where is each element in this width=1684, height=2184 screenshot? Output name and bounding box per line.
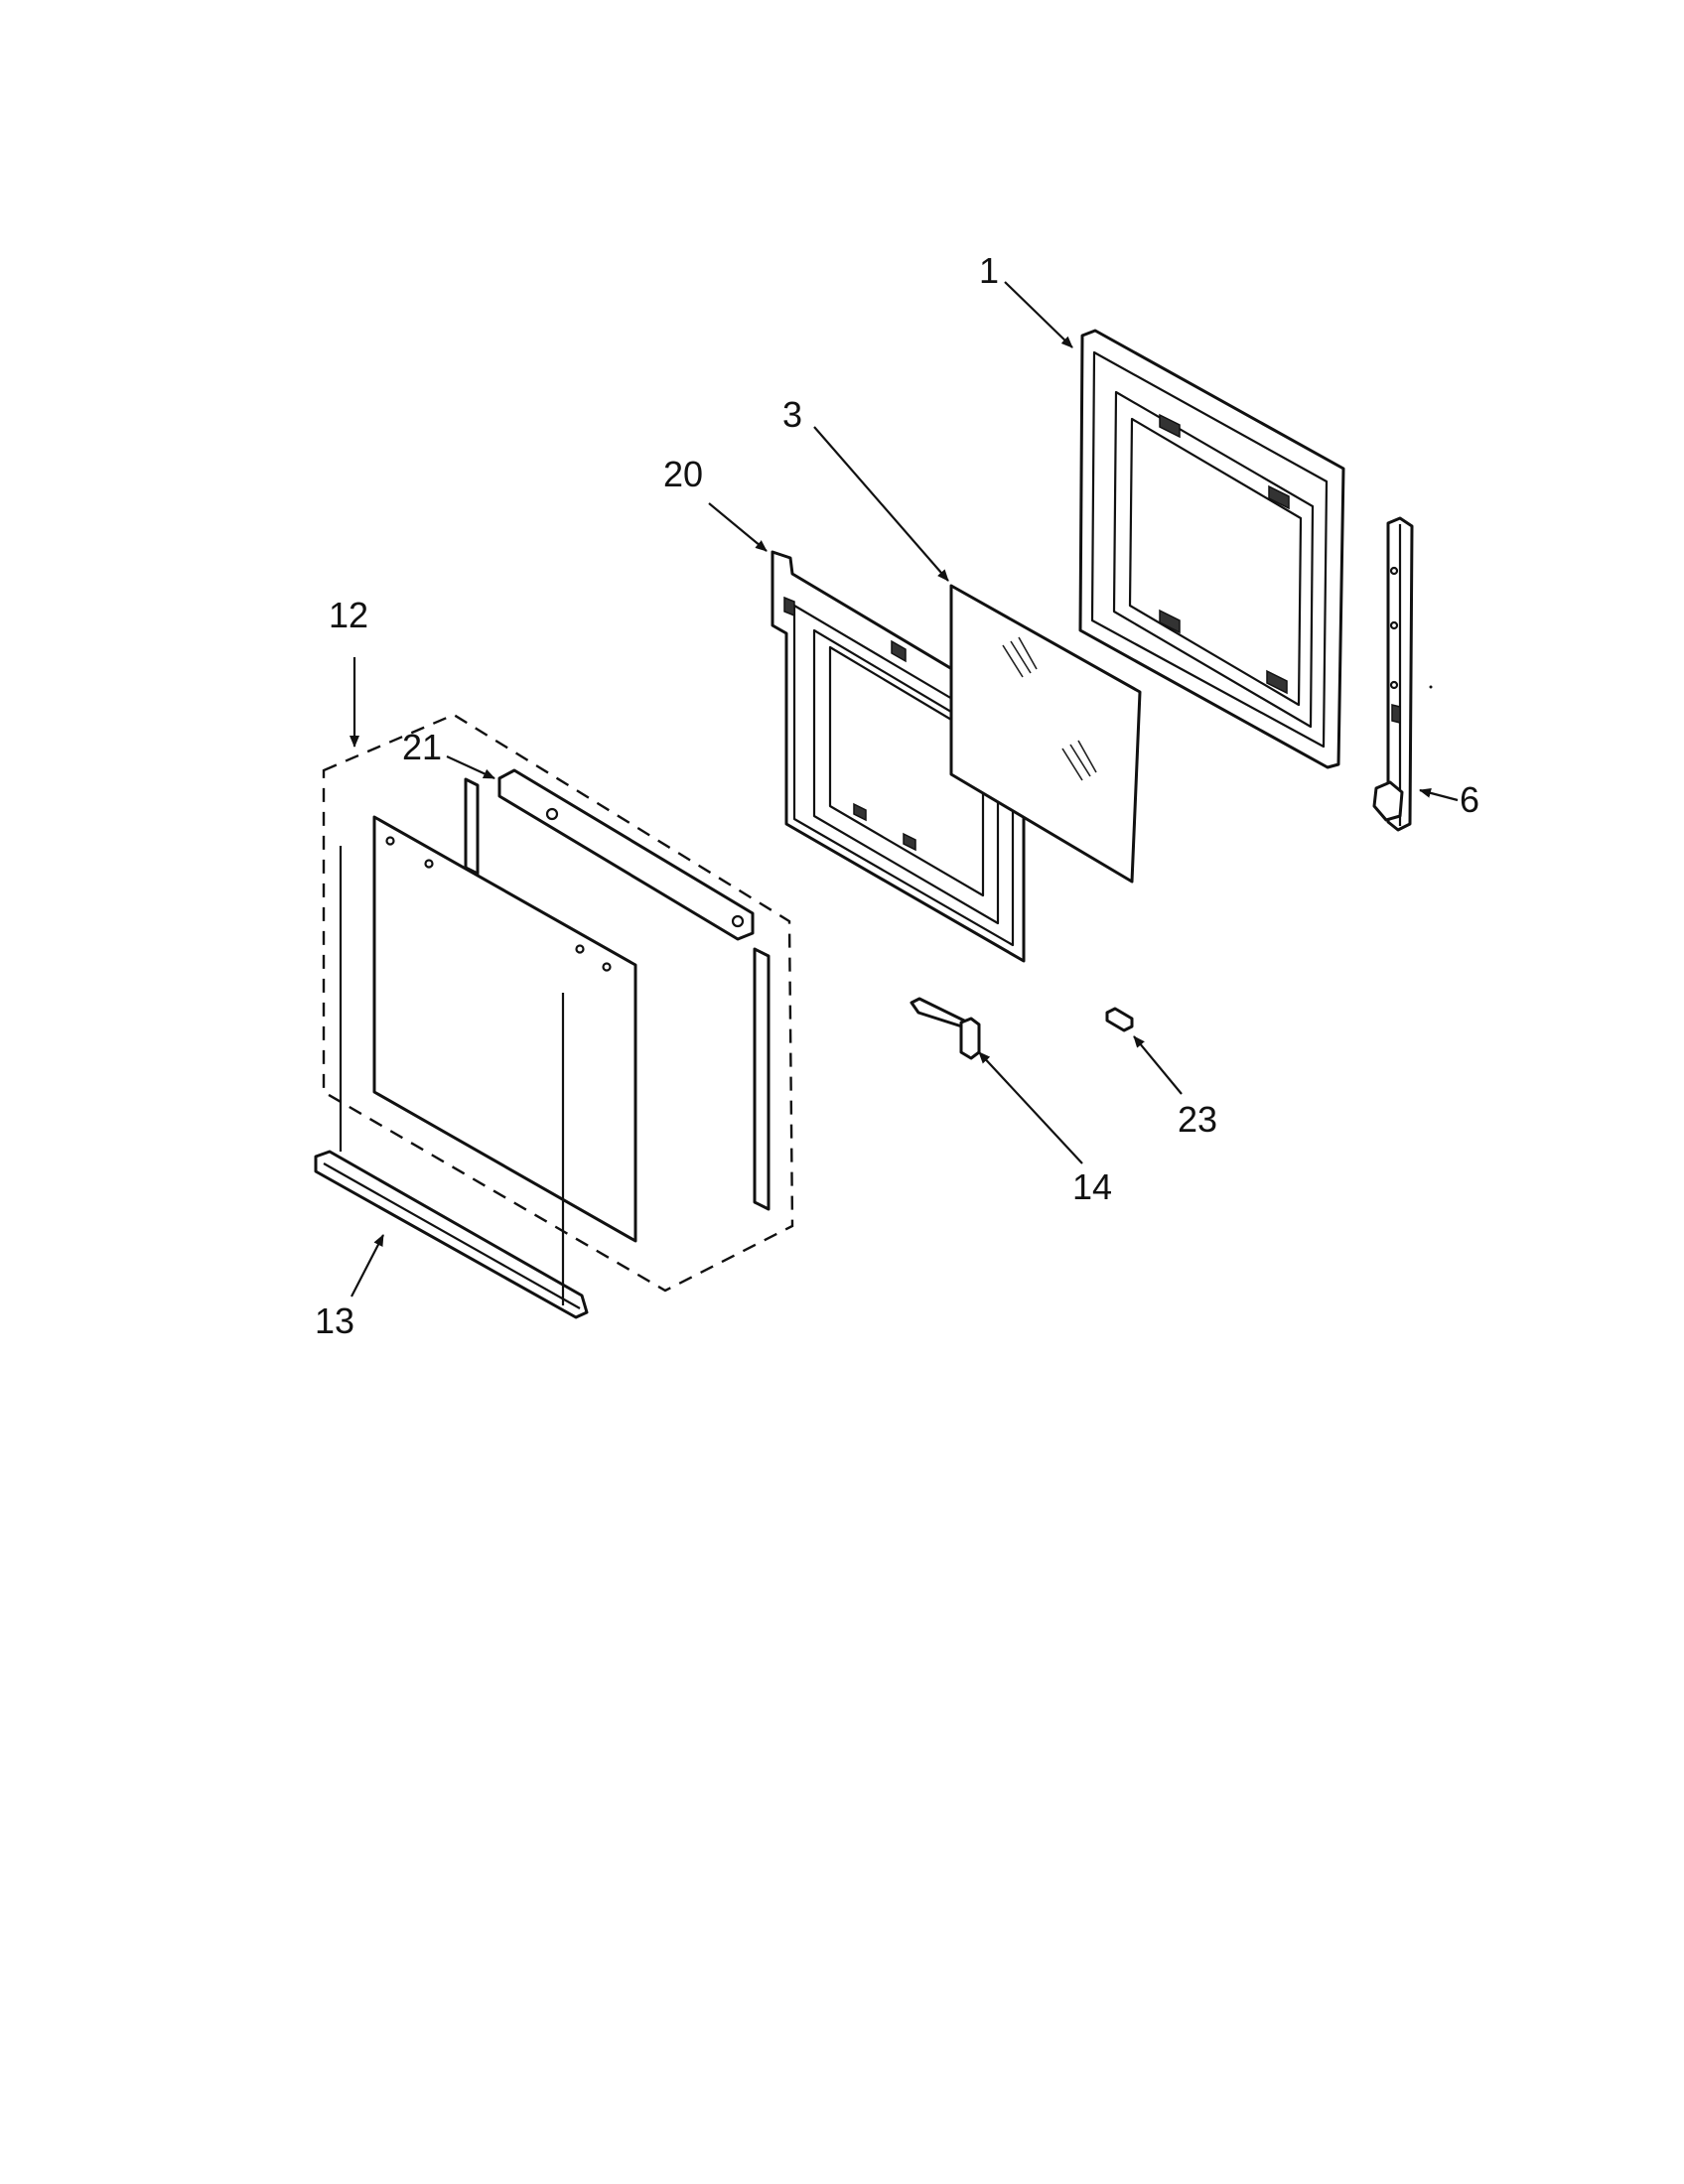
right-trim-strip [753,947,771,1211]
door-panel-assembly-group [314,713,794,1319]
callout-3: 3 [782,394,802,435]
callout-12: 12 [329,595,368,635]
hinge-icon [1372,516,1414,832]
door-frame-outer [1078,329,1345,769]
callout-23: 23 [1178,1099,1217,1140]
window-glass [949,584,1142,884]
door-handle-icon [314,1150,589,1319]
outer-door-panel [372,815,637,1243]
callout-14: 14 [1072,1166,1112,1207]
callout-21: 21 [402,727,442,767]
clip-icon [1105,1007,1134,1032]
door-frame-icon [1078,329,1345,769]
leader-lines [350,281,1459,1297]
callout-labels: 1 3 20 6 12 21 13 14 23 [315,250,1479,1341]
glass-pane-icon [949,584,1142,884]
hinge-receptacle-icon [910,997,981,1060]
speck [1429,685,1433,689]
callout-20: 20 [663,454,703,494]
callout-6: 6 [1460,779,1479,820]
door-panel-exploded-icon [372,815,637,1243]
callout-1: 1 [979,250,999,291]
callout-13: 13 [315,1300,354,1341]
door-trim-strip [497,768,755,941]
assembly-dashed-outline [322,713,794,1293]
left-trim-strip [464,777,480,876]
